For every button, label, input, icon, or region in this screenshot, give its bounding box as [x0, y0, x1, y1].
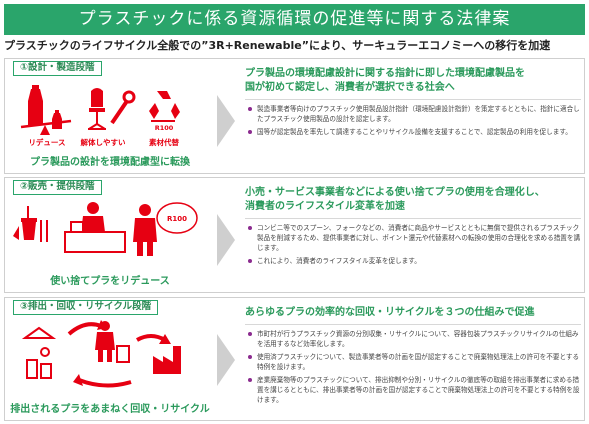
- reduce-bottle-icon: [20, 85, 72, 135]
- list-item: 市町村が行うプラスチック資源の分別収集・リサイクルについて、容器包装プラスチック…: [245, 329, 581, 349]
- section-2-bullets: コンビニ等でのスプーン、フォークなどの、消費者に商品やサービスとともに無償で提供…: [245, 223, 581, 266]
- recycling-icons: [21, 320, 181, 388]
- section-sales-provision: ②販売・提供段階: [4, 177, 585, 293]
- design-illustration: R100 リデュース 解体しやすい 素材代替: [5, 77, 215, 159]
- section-1-bullets: 製造事業者等向けのプラスチック使用製品設計指針（環境配慮設計指針）を策定するとと…: [245, 104, 581, 137]
- list-item: 国等が認定製品を率先して調達することやリサイクル設備を支援することで、認定製品の…: [245, 127, 581, 137]
- section-3-caption: 排出されるプラをあまねく回収・リサイクル: [10, 404, 210, 415]
- list-item: 使用済プラスチックについて、製造事業者等の計画を国が認定することで廃棄物処理法上…: [245, 352, 581, 372]
- section-1-caption: プラ製品の設計を環境配慮型に転換: [30, 157, 190, 168]
- plastic-items-icon: [26, 347, 52, 379]
- hanger-icon: [21, 326, 57, 339]
- section-1-detail: プラ製品の環境配慮設計に関する指針に即した環境配慮製品を 国が初めて認定し、消費…: [245, 67, 581, 140]
- section-3-divider: [245, 324, 581, 325]
- recycling-illustration: [5, 316, 215, 400]
- stage-tab-3: ③排出・回収・リサイクル段階: [13, 300, 159, 315]
- cashier-counter-icon: [64, 202, 126, 253]
- section-1-headline-1: プラ製品の環境配慮設計に関する指針に即した環境配慮製品を: [245, 68, 525, 79]
- customer-icon: [133, 204, 157, 256]
- section-design-manufacturing: ①設計・製造段階: [4, 58, 585, 174]
- section-2-caption: 使い捨てプラをリデュース: [50, 276, 170, 287]
- section-2-divider: [245, 218, 581, 219]
- recycle-r100-icon: R100: [149, 91, 180, 132]
- section-1-arrow: [217, 95, 235, 147]
- r100-badge-2: R100: [167, 215, 187, 223]
- section-3-bullets: 市町村が行うプラスチック資源の分別収集・リサイクルについて、容器包装プラスチック…: [245, 329, 581, 405]
- icon-label-disassemble: 解体しやすい: [81, 137, 126, 147]
- section-3-detail: あらゆるプラの効率的な回収・リサイクルを３つの仕組みで促進 市町村が行うプラスチ…: [245, 306, 581, 408]
- r100-badge-1: R100: [155, 124, 174, 132]
- list-item: コンビニ等でのスプーン、フォークなどの、消費者に商品やサービスとともに無償で提供…: [245, 223, 581, 253]
- section-1-headline-2: 国が初めて認定し、消費者が選択できる社会へ: [245, 82, 455, 93]
- section-3-headline-1: あらゆるプラの効率的な回収・リサイクルを３つの仕組みで促進: [245, 307, 535, 318]
- list-item: これにより、消費者のライフスタイル変革を促します。: [245, 256, 581, 266]
- page-subtitle: プラスチックのライフサイクル全般での”3R+Renewable”により、サーキュ…: [4, 39, 551, 52]
- section-1-divider: [245, 99, 581, 100]
- section-2-arrow: [217, 214, 235, 266]
- r100-bubble-icon: R100: [156, 202, 198, 234]
- stage-tab-2: ②販売・提供段階: [13, 180, 102, 195]
- chair-icon: [88, 88, 106, 130]
- icon-label-reduce: リデュース: [28, 137, 65, 147]
- sales-icons: R100: [13, 202, 198, 256]
- disposable-cup-icon: [13, 206, 48, 242]
- section-2-headline-2: 消費者のライフスタイル変革を加速: [245, 201, 405, 212]
- section-3-arrow: [217, 334, 235, 386]
- sales-illustration: R100: [5, 196, 215, 278]
- section-2-detail: 小売・サービス事業者などによる使い捨てプラの使用を合理化し、 消費者のライフスタ…: [245, 186, 581, 269]
- factory-icon: [153, 346, 181, 374]
- design-icons: R100 リデュース 解体しやすい 素材代替: [20, 85, 180, 147]
- section-2-headline-1: 小売・サービス事業者などによる使い捨てプラの使用を合理化し、: [245, 187, 545, 198]
- list-item: 製造事業者等向けのプラスチック使用製品設計指針（環境配慮設計指針）を策定するとと…: [245, 104, 581, 124]
- page-title: プラスチックに係る資源循環の促進等に関する法律案: [4, 4, 585, 35]
- section-discharge-recycling: ③排出・回収・リサイクル段階: [4, 297, 585, 421]
- wrench-icon: [110, 90, 136, 125]
- cycle-arrows-icon: [67, 320, 171, 388]
- list-item: 産業廃棄物等のプラスチックについて、排出抑制や分別・リサイクルの徹底等の取組を排…: [245, 375, 581, 405]
- stage-tab-1: ①設計・製造段階: [13, 61, 102, 76]
- icon-label-substitute: 素材代替: [149, 137, 179, 147]
